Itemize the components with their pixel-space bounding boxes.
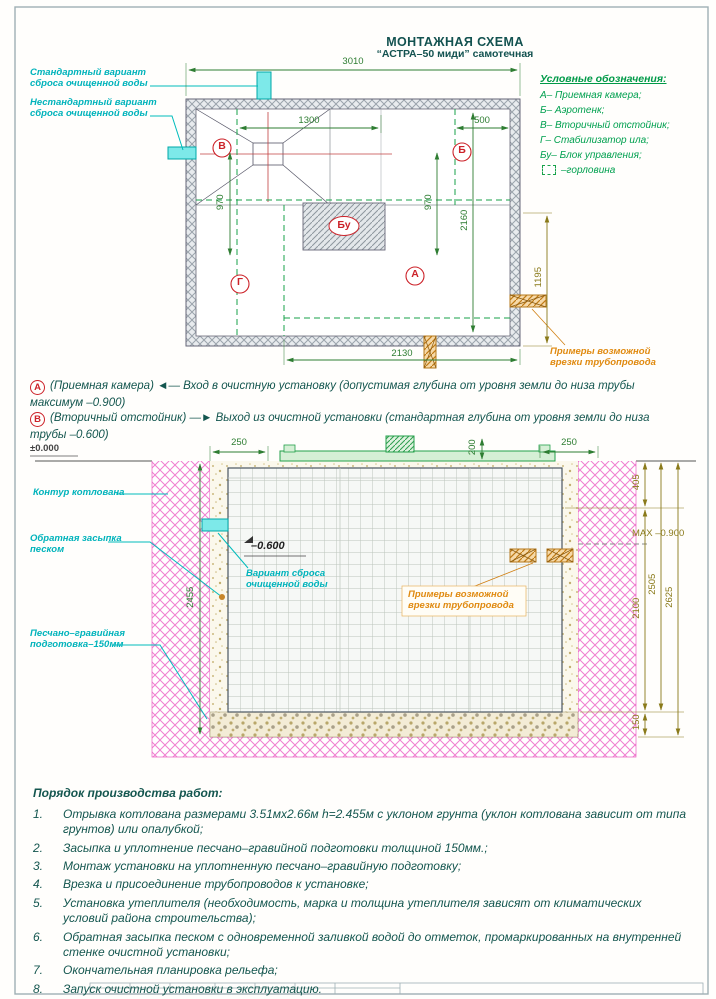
dim-2625: 2625	[663, 586, 675, 608]
work-order-item: 8.Запуск очистной установки в эксплуатац…	[33, 981, 322, 996]
dim-970-right: 970	[422, 194, 434, 211]
dim-2160: 2160	[458, 209, 470, 231]
work-order-item: 4.Врезка и присоединение трубопроводов к…	[33, 877, 369, 892]
work-order-item: 7.Окончательная планировка рельефа;	[33, 963, 278, 978]
prep-label-line1: Песчано–гравийная	[30, 628, 125, 639]
legend-item-gorlovina: –горловина	[561, 165, 616, 176]
dim-1300: 1300	[298, 115, 320, 126]
dim-405: 405	[630, 474, 642, 491]
backfill-label-line1: Обратная засыпка	[30, 533, 122, 544]
dim-2505: 2505	[646, 573, 658, 595]
plan-letter-v: В	[218, 140, 226, 152]
dim-970-left: 970	[214, 194, 226, 211]
legend-item: Бу– Блок управления;	[540, 150, 642, 161]
title-block	[89, 982, 704, 995]
work-order-title: Порядок производства работ:	[33, 786, 223, 800]
section-taps-label-line2: врезки трубопровода	[408, 600, 514, 611]
page-subtitle: “АСТРА–50 миди” самотечная	[376, 48, 534, 60]
plan-letter-a: А	[411, 268, 419, 280]
contour-label: Контур котлована	[33, 487, 125, 498]
work-order-item: 3.Монтаж установки на уплотненную песчан…	[33, 859, 462, 874]
dim-max-0900: MAX –0.900	[632, 528, 685, 539]
note-a-circle: А	[30, 380, 45, 395]
work-order-item: 5.Установка утеплителя (необходимость, м…	[33, 895, 642, 926]
dim-500: 500	[474, 115, 490, 126]
discharge-variant-label-line2: очищенной воды	[246, 579, 328, 590]
legend-item: Г– Стабилизатор ила;	[540, 135, 649, 146]
plan-letter-b: Б	[458, 144, 466, 156]
dim-200: 200	[466, 439, 478, 456]
prep-label-line2: подготовка–150мм	[30, 639, 124, 650]
dim-zero-level: ±0.000	[30, 443, 59, 454]
legend-title: Условные обозначения:	[540, 73, 667, 85]
dim-3010: 3010	[342, 56, 364, 67]
standard-discharge-label-line2: сброса очищенной воды	[30, 78, 148, 89]
dim-250-right: 250	[561, 437, 577, 448]
work-order-item: 2.Засыпка и уплотнение песчано–гравийной…	[33, 840, 488, 855]
plan-taps-label-line1: Примеры возможной	[550, 346, 651, 357]
legend-item: А– Приемная камера;	[540, 90, 642, 101]
dim-150: 150	[630, 714, 642, 731]
work-order-item: 1.Отрывка котлована размерами 3.51мх2.66…	[33, 807, 687, 837]
note-b-circle: В	[30, 412, 45, 427]
nonstandard-discharge-label-line2: сброса очищенной воды	[30, 108, 148, 119]
note-a-text-wrap: максимум –0.900)	[30, 397, 126, 409]
note-b: В (Вторичный отстойник) —► Выход из очис…	[30, 412, 650, 427]
dim-250-left: 250	[231, 437, 247, 448]
note-a: А (Приемная камера) ◄— Вход в очистную у…	[30, 380, 635, 395]
note-b-text: (Вторичный отстойник) —► Выход из очистн…	[50, 412, 650, 424]
dim-1195: 1195	[532, 267, 544, 288]
dim-2100: 2100	[630, 597, 642, 619]
plan-taps-label-line2: врезки трубопровода	[550, 357, 656, 368]
standard-discharge-label-line1: Стандартный вариант	[30, 67, 146, 78]
section-view-graphics	[30, 435, 696, 758]
work-order: Порядок производства работ: 1.Отрывка ко…	[33, 786, 689, 999]
nonstandard-discharge-label-line1: Нестандартный вариант	[30, 97, 157, 108]
legend-item: Б– Аэротенк;	[540, 105, 605, 116]
note-b-text-wrap: трубы –0.600)	[30, 429, 109, 441]
dim-2130: 2130	[391, 348, 413, 359]
gorlovina-symbol-icon	[542, 165, 556, 175]
discharge-variant-label-line1: Вариант сброса	[246, 568, 326, 579]
plan-letter-g: Г	[237, 276, 243, 288]
legend-item: В– Вторичный отстойник;	[540, 120, 670, 131]
note-a-text: (Приемная камера) ◄— Вход в очистную уст…	[50, 380, 635, 392]
level-mark-0600: –0.600	[251, 540, 285, 552]
section-taps-label-line1: Примеры возможной	[408, 589, 509, 600]
dim-2455: 2455	[184, 586, 196, 608]
backfill-label-line2: песком	[30, 544, 65, 555]
plan-letter-bu: Бу	[337, 219, 351, 231]
plan-view-graphics	[150, 63, 566, 369]
page-title: МОНТАЖНАЯ СХЕМА	[386, 35, 524, 49]
work-order-item: 6.Обратная засыпка песком с одновременно…	[33, 929, 682, 959]
